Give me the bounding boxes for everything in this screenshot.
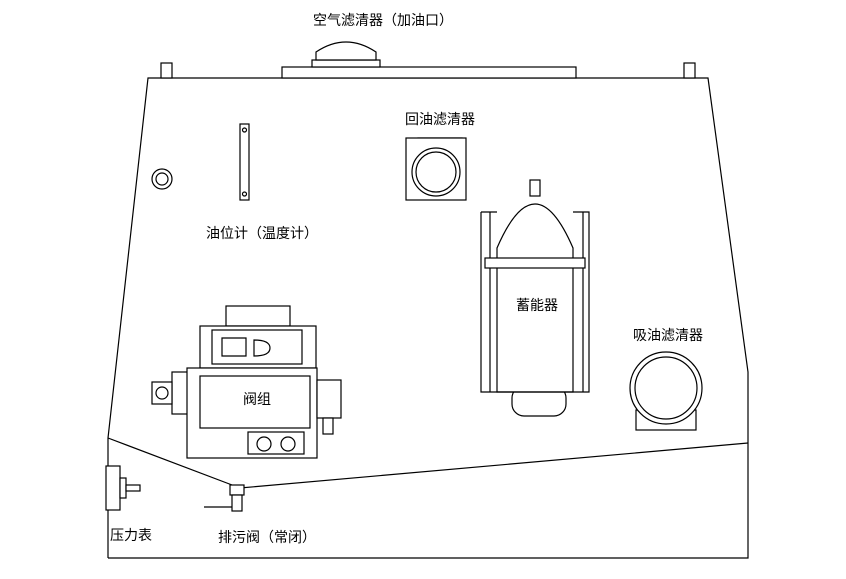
air-filter (281, 41, 577, 79)
drain-valve (204, 484, 245, 512)
valve-group (151, 305, 342, 459)
pressure-gauge (105, 465, 141, 511)
oil-level-gauge (239, 123, 250, 201)
accumulator-label: 蓄能器 (516, 298, 558, 314)
top-post-right (683, 62, 696, 79)
pressure-gauge-label: 压力表 (110, 528, 152, 544)
side-plug-icon (151, 168, 173, 190)
oil-level-label: 油位计（温度计） (206, 226, 318, 242)
air-filter-label: 空气滤清器（加油口） (313, 13, 453, 29)
return-filter-label: 回油滤清器 (405, 112, 475, 128)
suction-filter (629, 351, 703, 431)
suction-filter-label: 吸油滤清器 (633, 328, 703, 344)
top-post-left (160, 62, 173, 79)
valve-group-label: 阀组 (243, 392, 271, 408)
accumulator (480, 179, 590, 417)
drain-valve-label: 排污阀（常闭） (218, 530, 316, 546)
tank-body (107, 77, 749, 559)
return-filter (405, 137, 467, 201)
